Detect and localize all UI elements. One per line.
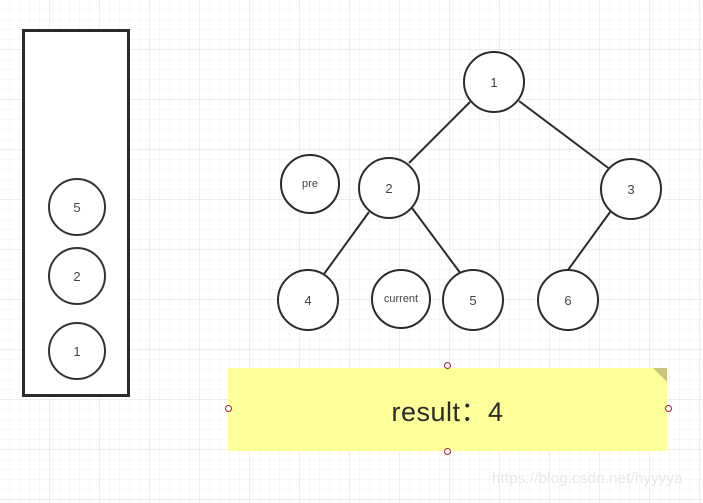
watermark: https://blog.csdn.net/hyyyya [492,470,683,487]
edge-root-to-3 [518,100,612,171]
tree-node-label: 1 [490,74,498,90]
stack-item-label: 1 [73,343,81,359]
result-sticky-note[interactable]: result：4 [228,368,667,451]
tree-node-label: pre [302,177,318,190]
edge-2-to-5 [411,207,462,275]
tree-node-root[interactable]: 1 [463,51,525,113]
edge-root-to-2 [408,101,471,164]
tree-node-label: 6 [564,292,572,308]
tree-node-3[interactable]: 3 [600,158,662,220]
edge-2-to-4 [323,211,370,275]
stack-item-1[interactable]: 2 [48,247,106,305]
selection-handle-right[interactable] [665,405,672,412]
note-fold-corner-icon [653,368,667,382]
selection-handle-left[interactable] [225,405,232,412]
stack-item-2[interactable]: 1 [48,322,106,380]
tree-node-2[interactable]: 2 [358,157,420,219]
tree-node-5[interactable]: 5 [442,269,504,331]
stack-item-0[interactable]: 5 [48,178,106,236]
tree-node-4[interactable]: 4 [277,269,339,331]
stack-item-label: 5 [73,199,81,215]
selection-handle-bottom[interactable] [444,448,451,455]
tree-node-label: 3 [627,181,635,197]
tree-node-6[interactable]: 6 [537,269,599,331]
selection-handle-top[interactable] [444,362,451,369]
edge-3-to-6 [567,207,614,271]
tree-node-label: 4 [304,292,312,308]
stack-item-label: 2 [73,268,81,284]
result-text: result：4 [391,397,504,427]
tree-node-current[interactable]: current [371,269,431,329]
tree-node-pre[interactable]: pre [280,154,340,214]
tree-node-label: current [383,292,419,305]
tree-node-label: 2 [385,180,393,196]
tree-node-label: 5 [469,292,477,308]
